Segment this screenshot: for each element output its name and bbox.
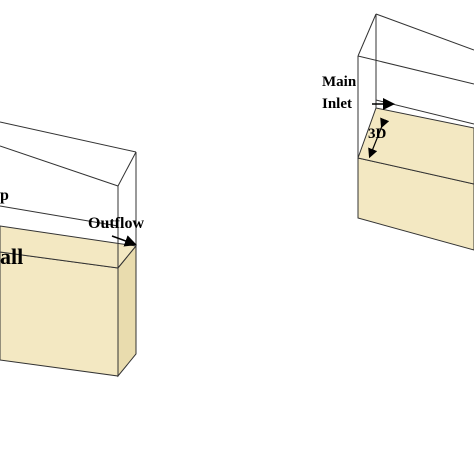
dimension-3d-arrow [368,117,390,159]
left-partial-top-label: p [0,187,9,204]
right-box-top-back-edge [375,13,474,51]
left-domain-box: p all Outflow [0,121,144,378]
left-box-top-back-edge [0,121,137,153]
main-inlet-label-line2: Inlet [322,96,352,112]
left-box-mid-front-edge [0,205,119,227]
left-wall-front-face [0,251,119,377]
right-box-top-front-edge [357,55,474,85]
right-domain-box: Main Inlet 3D [322,13,474,251]
dimension-3d-label: 3D [368,126,387,142]
left-box-top-right-edge [117,151,137,187]
right-box-top-left-edge [357,13,377,57]
left-partial-wall-label: all [0,244,23,269]
left-wall-side-face [117,244,137,378]
outflow-arrow [111,235,137,247]
main-inlet-label-line1: Main [322,74,357,90]
left-box-top-front-edge [0,145,119,187]
outflow-label: Outflow [88,215,144,232]
